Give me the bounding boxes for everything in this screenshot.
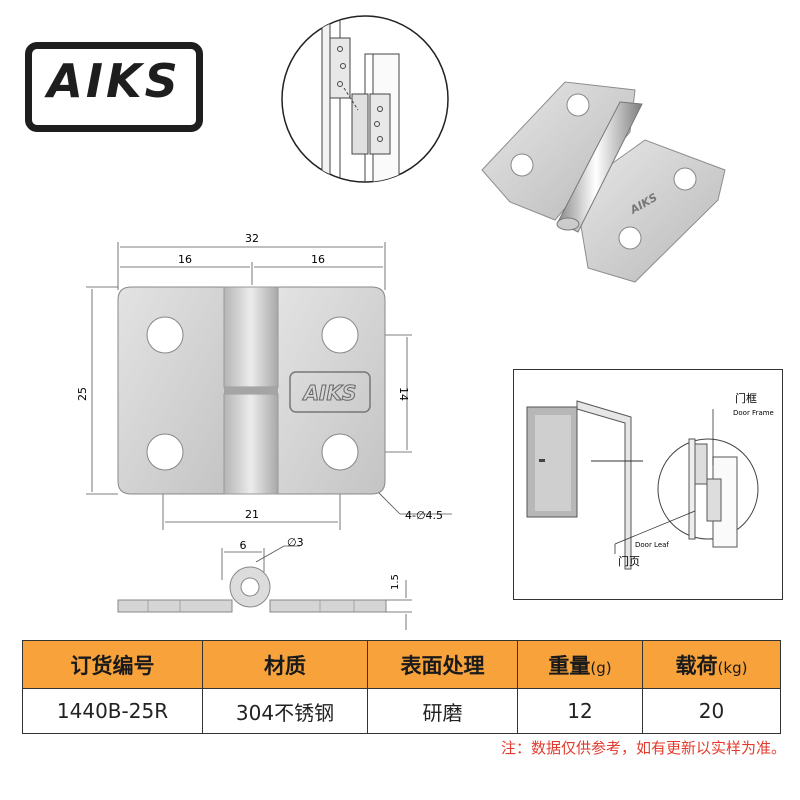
cell-load: 20 [642, 688, 781, 734]
dim-width-right: 16 [311, 253, 325, 266]
install-detail-circle [281, 15, 449, 183]
header-material: 材质 [202, 640, 368, 689]
dim-width-total: 32 [245, 232, 259, 245]
label-door-frame-en: Door Frame [733, 409, 774, 417]
dim-knuckle-offset: 6 [240, 539, 247, 552]
dim-height-total: 25 [76, 387, 89, 401]
disclaimer-note: 注：数据仅供参考，如有更新以实样为准。 [500, 739, 786, 757]
label-door-leaf-cn: 门页 [618, 554, 640, 568]
dim-pin-diameter: ∅3 [287, 536, 304, 549]
drawing-embossed-logo: AIKS [302, 381, 357, 405]
spec-table: 订货编号 材质 表面处理 重量(g) 载荷(kg) 1440B-25R 304不… [22, 640, 781, 734]
hinge-3d-render: AIKS [481, 81, 726, 283]
header-load: 载荷(kg) [642, 640, 781, 689]
label-door-frame-cn: 门框 [735, 391, 757, 405]
table-row: 1440B-25R 304不锈钢 研磨 12 20 [22, 688, 781, 734]
header-weight: 重量(g) [517, 640, 643, 689]
dim-thickness: 1.5 [390, 574, 401, 590]
header-order-number: 订货编号 [22, 640, 203, 689]
cell-material: 304不锈钢 [202, 688, 368, 734]
brand-logo: AIKS [47, 54, 181, 108]
dim-hole-spacing-v: 14 [397, 387, 410, 401]
installation-diagram [513, 369, 783, 600]
dim-width-left: 16 [178, 253, 192, 266]
cell-order-number: 1440B-25R [22, 688, 203, 734]
brand-logo-frame [25, 42, 203, 132]
door-illustration: 门框 Door Frame Door Leaf 门页 [526, 391, 774, 570]
spec-table-header: 订货编号 材质 表面处理 重量(g) 载荷(kg) [22, 640, 781, 689]
header-surface-finish: 表面处理 [367, 640, 518, 689]
cell-weight: 12 [517, 688, 643, 734]
dim-hole-spacing-h: 21 [245, 508, 259, 521]
label-door-leaf-en: Door Leaf [635, 541, 669, 549]
cell-surface-finish: 研磨 [367, 688, 518, 734]
dim-holes: 4-∅4.5 [405, 509, 443, 522]
